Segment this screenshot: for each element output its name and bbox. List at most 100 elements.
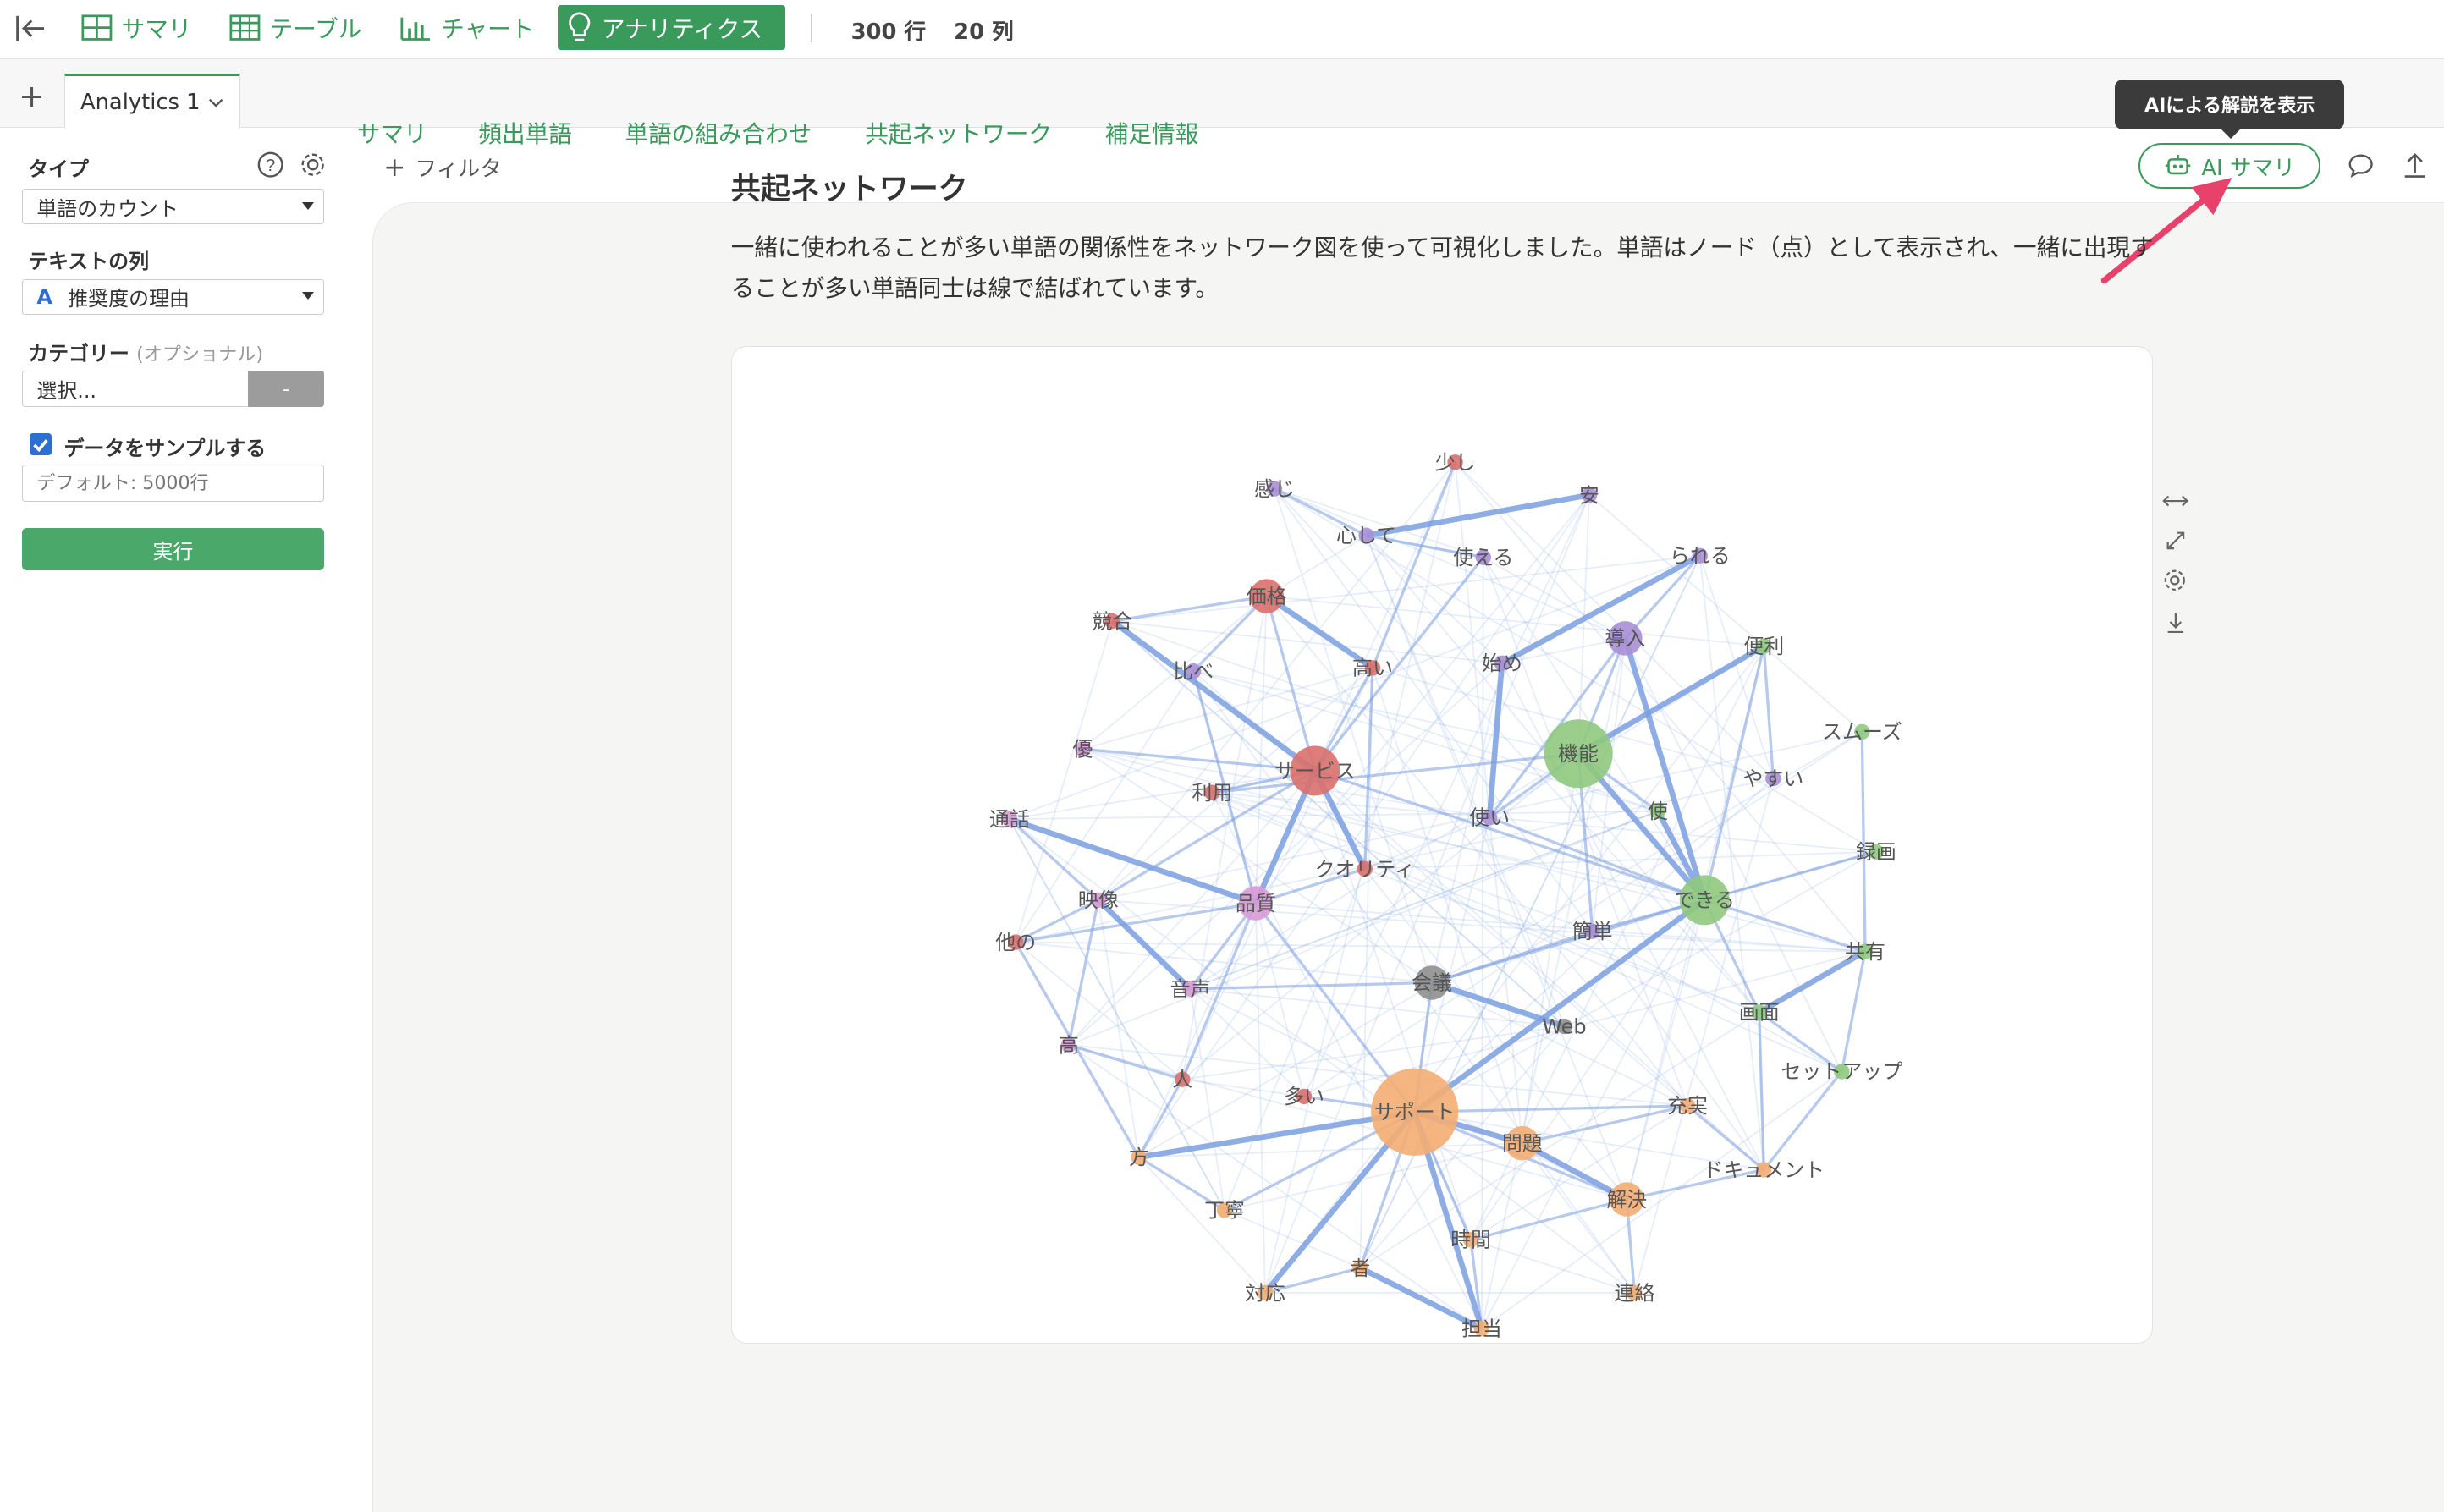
network-node[interactable] (1607, 621, 1643, 656)
tab-analytics-1[interactable]: Analytics 1 (63, 73, 240, 129)
network-node[interactable] (1257, 1284, 1273, 1301)
network-edge-faint (1480, 557, 1484, 1329)
category-select[interactable]: 選択... (21, 371, 250, 407)
network-node[interactable] (1060, 1036, 1076, 1053)
network-node-label: 始め (1482, 652, 1522, 675)
network-edge (1314, 769, 1705, 902)
network-node[interactable] (1462, 1232, 1479, 1248)
category-clear-button[interactable]: - (247, 371, 325, 407)
sample-checkbox[interactable] (29, 433, 52, 455)
network-node[interactable] (1238, 886, 1273, 921)
type-select[interactable]: 単語のカウント (21, 188, 325, 225)
network-edge-faint (1189, 988, 1225, 1211)
network-node[interactable] (1473, 1320, 1489, 1337)
network-node[interactable] (1174, 1071, 1191, 1087)
network-node[interactable] (1679, 875, 1730, 926)
toolbar-analytics-button[interactable]: アナリティクス (558, 4, 786, 50)
network-node[interactable] (1581, 487, 1597, 503)
fullscreen-icon[interactable] (2165, 528, 2187, 557)
network-node[interactable] (1833, 1064, 1850, 1080)
network-node[interactable] (1505, 1125, 1539, 1161)
network-node[interactable] (1544, 719, 1613, 789)
expand-horizontal-icon[interactable] (2161, 487, 2188, 516)
ai-summary-button[interactable]: AI サマリ (2138, 143, 2321, 189)
network-node[interactable] (1203, 784, 1220, 800)
toolbar-chart-button[interactable]: チャート (391, 5, 543, 50)
network-edge (1067, 899, 1100, 1046)
cooccurrence-network-chart[interactable]: 感じ少し安心して使えるられる価格競合比べ高い始め導入便利スムーズ優利用サービス機… (732, 347, 2154, 1344)
network-node-label: 画面 (1739, 1001, 1780, 1025)
network-node[interactable] (1853, 723, 1870, 740)
subtab-word-combinations[interactable]: 単語の組み合わせ (625, 120, 812, 149)
network-edge (1015, 901, 1256, 944)
network-node[interactable] (1649, 803, 1666, 819)
toolbar-summary-button[interactable]: サマリ (72, 5, 201, 50)
network-node[interactable] (1370, 1068, 1459, 1156)
add-tab-button[interactable]: + (19, 77, 45, 114)
network-node[interactable] (1001, 811, 1017, 827)
network-node[interactable] (1584, 923, 1600, 939)
network-node[interactable] (1216, 1202, 1233, 1218)
network-edge-faint (1211, 791, 1842, 1073)
network-node[interactable] (1074, 740, 1091, 757)
network-node[interactable] (1090, 892, 1106, 908)
network-node[interactable] (1764, 770, 1781, 787)
network-node[interactable] (1751, 1004, 1767, 1020)
network-node[interactable] (1358, 527, 1374, 543)
upload-icon[interactable] (2402, 152, 2428, 184)
network-node[interactable] (1131, 1149, 1147, 1165)
network-node[interactable] (1868, 844, 1884, 860)
network-node[interactable] (1357, 860, 1373, 877)
network-edge-faint (1359, 668, 1373, 1268)
network-node[interactable] (1609, 1182, 1644, 1217)
text-type-icon: A (36, 284, 52, 309)
network-node[interactable] (1296, 1088, 1312, 1104)
network-node-label: 簡単 (1572, 920, 1613, 943)
network-node[interactable] (1182, 981, 1198, 997)
annotation-arrow-icon (2100, 177, 2232, 284)
network-node[interactable] (1857, 943, 1873, 959)
plus-icon: + (383, 151, 406, 183)
network-node[interactable] (1626, 1284, 1643, 1301)
sample-size-input[interactable] (21, 464, 325, 503)
network-node[interactable] (1290, 745, 1340, 796)
text-column-select[interactable]: A 推奨度の理由 (21, 278, 325, 316)
chart-settings-icon[interactable] (2163, 569, 2187, 598)
network-edge-faint (1365, 535, 1566, 1027)
network-edge-faint (1137, 1156, 1266, 1294)
network-node[interactable] (1475, 549, 1491, 565)
network-node[interactable] (1556, 1018, 1572, 1035)
network-node[interactable] (1414, 965, 1450, 1000)
network-node[interactable] (1249, 579, 1284, 613)
network-edge-faint (1481, 1070, 1842, 1329)
toolbar-table-button[interactable]: テーブル (220, 5, 372, 50)
subtab-cooccurrence-network[interactable]: 共起ネットワーク (865, 120, 1053, 149)
network-node[interactable] (1007, 934, 1024, 950)
network-node[interactable] (1364, 660, 1380, 676)
network-node[interactable] (1679, 1097, 1696, 1114)
category-clear-label: - (282, 377, 289, 400)
network-node[interactable] (1692, 547, 1708, 564)
download-icon[interactable] (2165, 611, 2187, 640)
network-node[interactable] (1351, 1260, 1368, 1276)
run-button[interactable]: 実行 (21, 528, 325, 571)
network-node[interactable] (1481, 809, 1498, 826)
type-label: タイプ (28, 157, 89, 182)
subtab-summary[interactable]: サマリ (356, 120, 427, 149)
network-node[interactable] (1266, 481, 1282, 497)
network-node-label: 利用 (1192, 781, 1232, 805)
network-node[interactable] (1447, 454, 1463, 470)
network-node[interactable] (1494, 655, 1510, 671)
help-icon[interactable]: ? (257, 151, 283, 184)
subtab-frequent-words[interactable]: 頻出単語 (478, 120, 572, 149)
network-node[interactable] (1755, 638, 1772, 654)
subtab-additional-info[interactable]: 補足情報 (1104, 120, 1199, 149)
network-node[interactable] (1185, 663, 1202, 679)
comment-icon[interactable] (2348, 152, 2374, 184)
network-node[interactable] (1104, 613, 1120, 630)
settings-gear-icon[interactable] (300, 151, 326, 184)
network-node[interactable] (1755, 1162, 1772, 1178)
network-edge (1015, 899, 1099, 943)
add-filter-button[interactable]: +フィルタ (383, 151, 502, 183)
collapse-sidebar-icon[interactable] (14, 14, 46, 48)
